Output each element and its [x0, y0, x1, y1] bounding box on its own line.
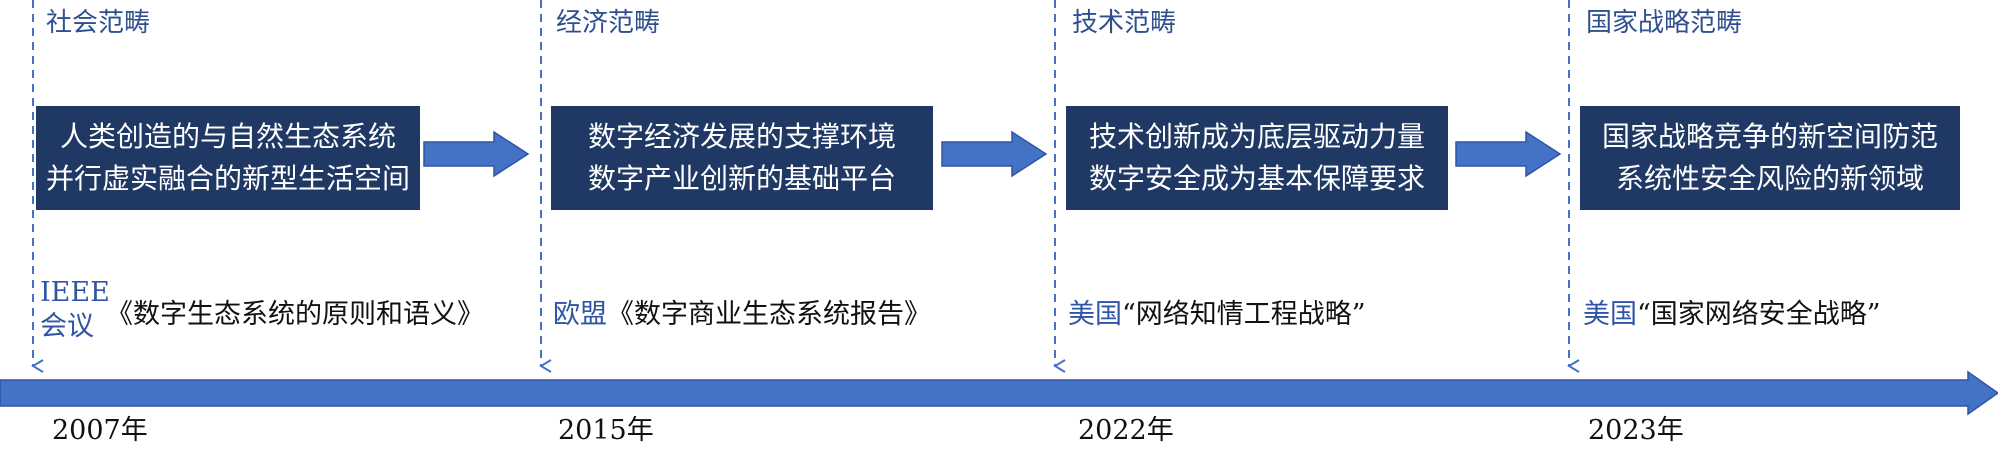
source-org-ieee-line: IEEE	[40, 277, 110, 308]
year-label-2023: 2023年	[1588, 415, 1684, 446]
source-title: “网络知情工程战略”	[1122, 299, 1366, 330]
source-org: 美国	[1068, 299, 1122, 330]
era-box-line: 数字经济发展的支撑环境	[587, 120, 896, 153]
era-box-social: 人类创造的与自然生态系统 并行虚实融合的新型生活空间	[36, 106, 420, 210]
source-org-ieee-line: 会议	[40, 311, 94, 342]
era-box-line: 并行虚实融合的新型生活空间	[45, 162, 410, 195]
era-box-economic: 数字经济发展的支撑环境 数字产业创新的基础平台	[551, 106, 933, 210]
year-label-2007: 2007年	[52, 415, 148, 446]
flow-arrow-2	[941, 130, 1048, 178]
flow-arrow-1	[423, 130, 530, 178]
source-2022: 美国“网络知情工程战略”	[1068, 292, 1366, 331]
source-title: “国家网络安全战略”	[1637, 299, 1881, 330]
flow-arrow-3	[1455, 130, 1562, 178]
era-box-technical: 技术创新成为底层驱动力量 数字安全成为基本保障要求	[1066, 106, 1448, 210]
source-org: 欧盟	[553, 299, 607, 330]
year-label-2015: 2015年	[558, 415, 654, 446]
era-box-national-strategy: 国家战略竞争的新空间防范 系统性安全风险的新领域	[1580, 106, 1960, 210]
era-box-line: 数字产业创新的基础平台	[587, 162, 896, 195]
era-box-line: 国家战略竞争的新空间防范	[1601, 120, 1938, 153]
source-2023: 美国“国家网络安全战略”	[1583, 292, 1881, 331]
source-2015: 欧盟《数字商业生态系统报告》	[553, 292, 931, 331]
era-box-line: 系统性安全风险的新领域	[1615, 162, 1924, 195]
timeline-arrow	[0, 370, 1998, 416]
paradigm-title-social: 社会范畴	[46, 8, 151, 38]
source-title: 《数字商业生态系统报告》	[607, 299, 931, 330]
era-box-line: 人类创造的与自然生态系统	[59, 120, 396, 153]
era-box-line: 数字安全成为基本保障要求	[1088, 162, 1425, 195]
paradigm-title-economic: 经济范畴	[556, 8, 661, 38]
paradigm-title-national-strategy: 国家战略范畴	[1586, 8, 1743, 38]
year-label-2022: 2022年	[1078, 415, 1174, 446]
source-title-2007: 《数字生态系统的原则和语义》	[106, 299, 484, 330]
source-org: 美国	[1583, 299, 1637, 330]
era-box-line: 技术创新成为底层驱动力量	[1088, 120, 1425, 153]
paradigm-title-technical: 技术范畴	[1072, 8, 1177, 38]
source-org-ieee: IEEE 会议	[40, 276, 110, 344]
